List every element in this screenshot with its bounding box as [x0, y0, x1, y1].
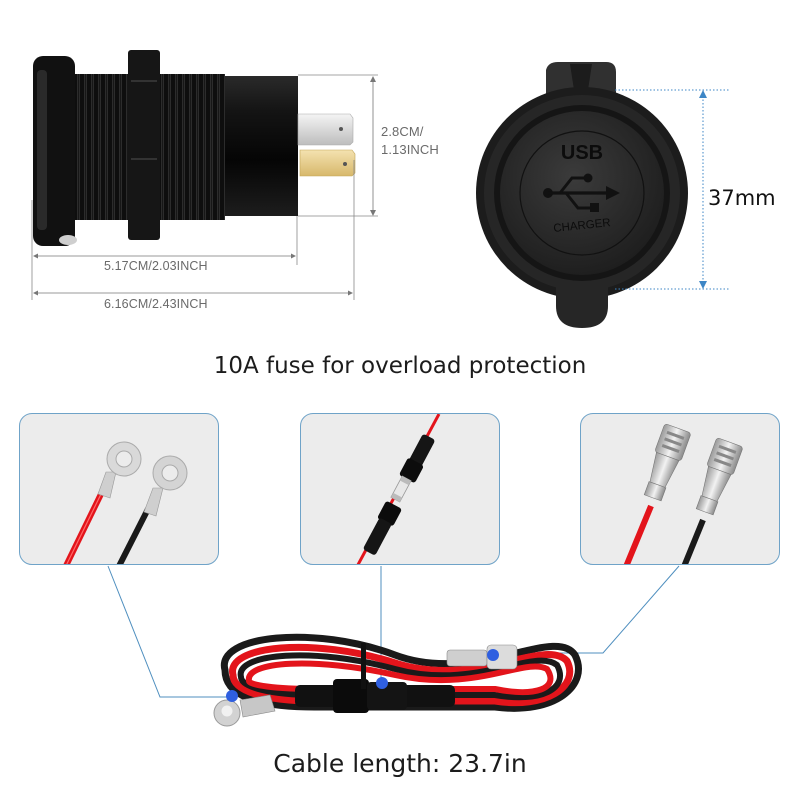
- socket-cap-illustration: [476, 62, 730, 328]
- usb-symbol-icon: [543, 173, 620, 212]
- height-dimension-label-cm: 2.8CM/: [381, 124, 424, 139]
- fuse-holder-icon: [356, 414, 441, 564]
- callout-dot-fuse: [376, 677, 388, 689]
- cable-length-caption: Cable length: 23.7in: [273, 749, 527, 778]
- diameter-dimension-label: 37mm: [708, 186, 776, 210]
- body-length-dimension-label: 5.17CM/2.03INCH: [104, 259, 208, 273]
- socket-side-view: 2.8CM/ 1.13INCH 5.17CM/2.03INCH 6.16CM/2…: [0, 30, 460, 320]
- socket-front-view: USB CHARGER 37mm: [460, 60, 800, 330]
- total-length-dimension-label: 6.16CM/2.43INCH: [104, 297, 208, 311]
- detail-panel-fuse-holder: [300, 413, 500, 565]
- cable-harness: [195, 615, 615, 730]
- cap-label-usb: USB: [560, 142, 604, 164]
- wire-harness-illustration: [213, 633, 582, 727]
- fuse-heading: 10A fuse for overload protection: [213, 353, 587, 379]
- callout-dot-ring: [226, 690, 238, 702]
- height-dimension-label-inch: 1.13INCH: [381, 142, 439, 157]
- spade-connector-icon: [623, 424, 743, 564]
- detail-panel-ring-terminals: [19, 413, 219, 565]
- callout-dot-spade: [487, 649, 499, 661]
- detail-panel-spade-connectors: [580, 413, 780, 565]
- ring-terminal-icon: [63, 441, 188, 564]
- socket-side-illustration: [31, 50, 378, 300]
